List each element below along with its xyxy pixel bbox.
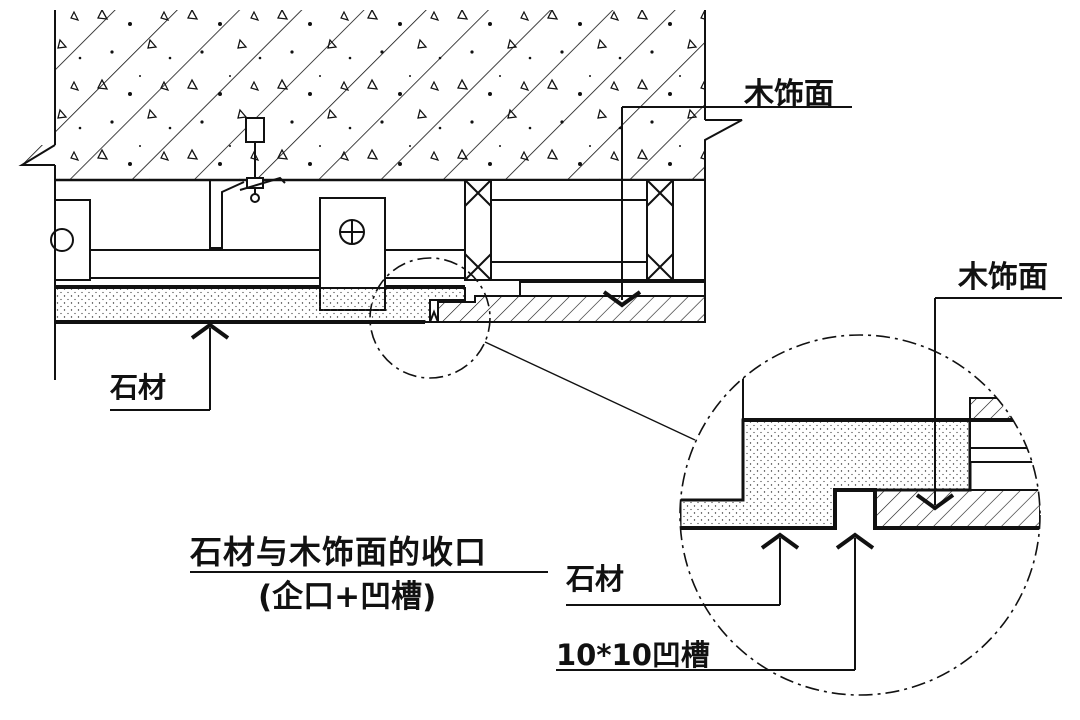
detail-circle xyxy=(679,334,1041,696)
leader-stone-main xyxy=(110,322,230,411)
drawing-title: 石材与木饰面的收口 xyxy=(190,533,488,571)
magnify-connector xyxy=(484,341,696,441)
wood-framing xyxy=(464,179,706,281)
leader-wood-finish-detail xyxy=(915,297,1062,511)
leader-wood-finish-top xyxy=(602,106,852,308)
drawing-subtitle: (企口+凹槽) xyxy=(258,579,437,615)
hanger-bolt xyxy=(239,117,286,203)
magnify-circle xyxy=(369,257,491,379)
stone-layer xyxy=(54,287,466,324)
label-wood-finish-detail: 木饰面 xyxy=(958,260,1048,295)
leader-stone-detail xyxy=(566,532,800,606)
detail-enlargement xyxy=(679,334,1041,696)
leader-groove xyxy=(556,532,875,671)
label-wood-finish-top: 木饰面 xyxy=(744,77,834,112)
label-stone-detail: 石材 xyxy=(566,562,625,596)
concrete-slab xyxy=(18,10,743,182)
wood-finish-layer xyxy=(429,281,706,323)
label-groove-size: 10*10凹槽 xyxy=(556,638,710,672)
label-stone-main: 石材 xyxy=(110,371,167,404)
